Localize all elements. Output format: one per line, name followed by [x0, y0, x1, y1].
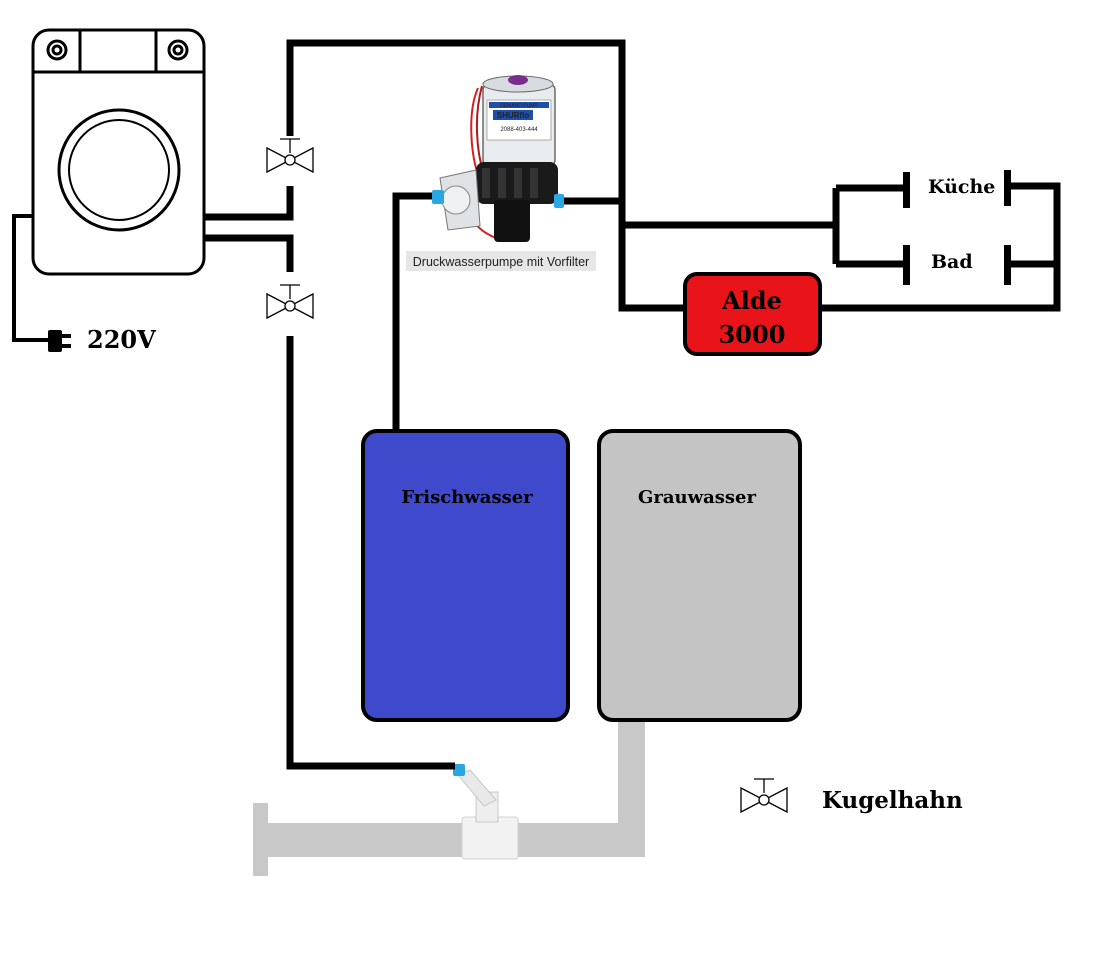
heater-label-line2: 3000 — [719, 320, 786, 349]
ball-valve-icon — [266, 284, 314, 320]
legend-valve-label: Kugelhahn — [822, 787, 963, 814]
drain-fitting-icon — [453, 764, 519, 860]
grey-water-tank-label: Grauwasser — [638, 487, 756, 508]
bath-tap-label: Bad — [931, 251, 973, 273]
pump-model-label: 2088-403-444 — [500, 127, 538, 133]
ball-valve-icon — [266, 138, 314, 174]
pump-brand-label: SHURflo — [497, 111, 530, 120]
power-label: 220V — [87, 325, 156, 354]
heater-label-line1: Alde — [721, 286, 782, 315]
heater-box — [683, 272, 822, 356]
pump-top-label: DEMAND PUMP — [500, 103, 538, 109]
washing-machine-icon — [31, 28, 206, 276]
grey-water-tank — [597, 429, 802, 722]
tap-icon — [903, 170, 1011, 285]
fresh-water-tank-label: Frischwasser — [401, 487, 533, 508]
pump-caption: Druckwasserpumpe mit Vorfilter — [413, 255, 589, 269]
plug-icon — [48, 330, 71, 352]
water-pump-icon: DEMAND PUMP SHURflo 2088-403-444 — [432, 75, 564, 242]
water-pipes — [12, 39, 1061, 770]
drain-horizontal-pipe — [253, 823, 645, 857]
drain-pipes — [253, 720, 645, 876]
legend-ball-valve-icon — [740, 778, 788, 814]
grey-tank-outlet-pipe — [618, 720, 645, 857]
kitchen-tap-label: Küche — [928, 176, 995, 198]
pump-caption-box — [406, 251, 596, 271]
fresh-water-tank — [361, 429, 570, 722]
